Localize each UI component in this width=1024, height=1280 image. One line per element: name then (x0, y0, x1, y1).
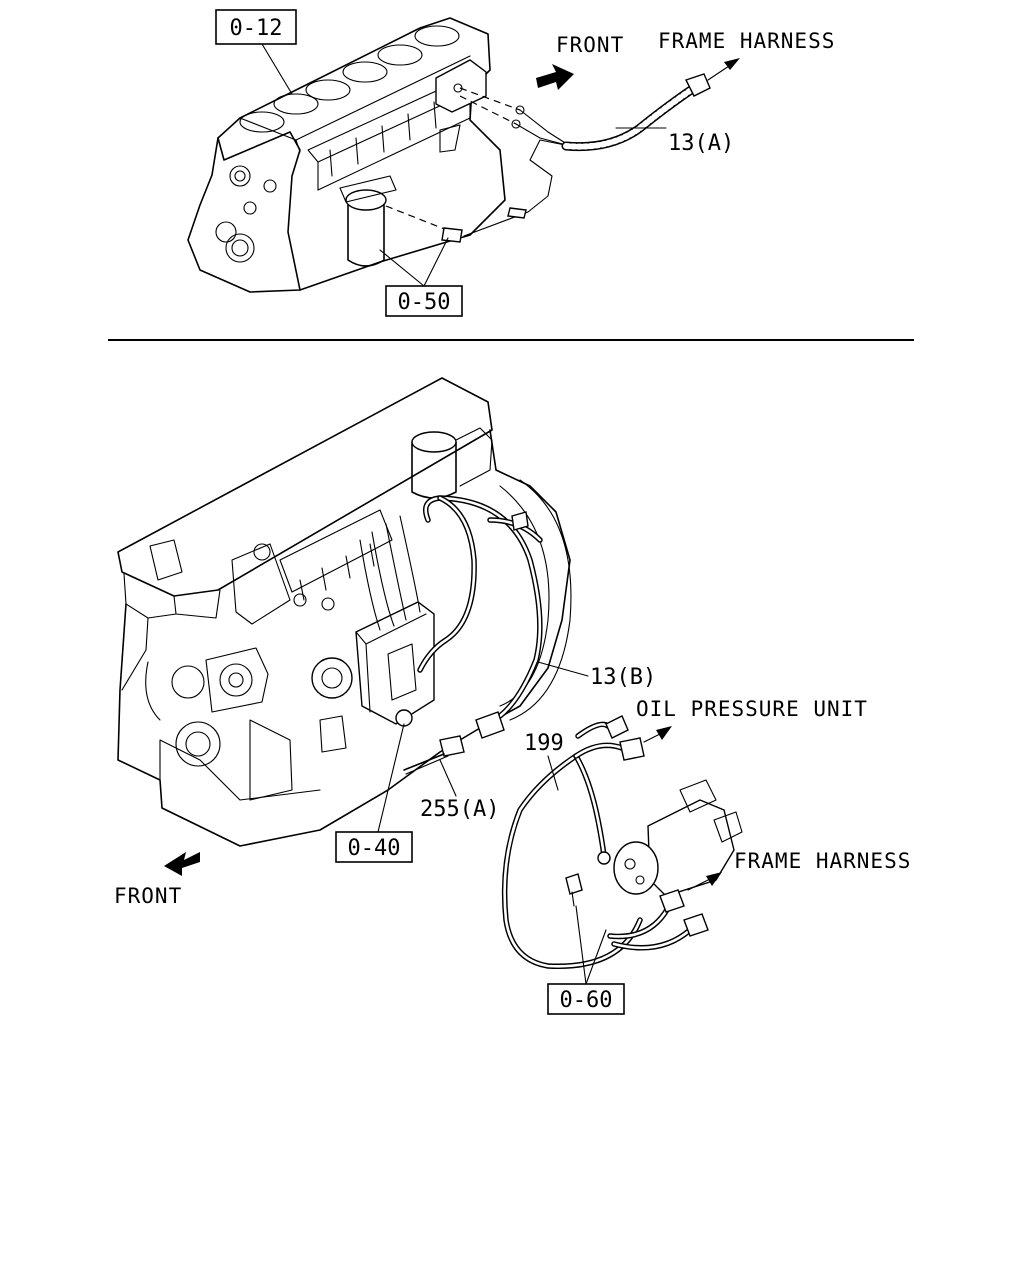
harness-13b (417, 495, 543, 739)
callout-0-50: 0-50 (379, 237, 463, 317)
callout-0-50-text: 0-50 (398, 290, 451, 315)
label-13a-text: 13(A) (668, 131, 734, 156)
label-13b: 13(B) (537, 661, 656, 690)
callout-0-12: 0-12 (215, 9, 297, 95)
callout-0-40: 0-40 (335, 723, 413, 863)
harness-199 (501, 715, 709, 970)
starter-motor (565, 779, 743, 907)
oil-pressure-unit-arrow (643, 726, 672, 743)
front-label-bottom: FRONT (114, 884, 182, 908)
label-255a-text: 255(A) (420, 797, 499, 822)
front-arrow-top (536, 64, 574, 90)
label-199: 199 (524, 731, 564, 791)
frame-harness-label-bottom: FRAME HARNESS (734, 849, 911, 873)
frame-harness-arrow-top (707, 58, 740, 81)
oil-pressure-unit-label: OIL PRESSURE UNIT (636, 697, 868, 721)
frame-harness-label-top: FRAME HARNESS (658, 29, 835, 53)
frame-harness-arrow-bottom (687, 872, 722, 891)
sensor-255a (403, 735, 465, 775)
top-engine-block (187, 17, 506, 293)
label-199-text: 199 (524, 731, 564, 756)
bottom-engine (117, 377, 572, 847)
front-arrow-bottom (164, 852, 200, 876)
callout-0-40-text: 0-40 (348, 836, 401, 861)
front-label-top: FRONT (556, 33, 624, 57)
label-13a: 13(A) (615, 127, 734, 156)
callout-0-12-text: 0-12 (230, 16, 283, 41)
top-wiring (385, 87, 571, 243)
callout-0-60-text: 0-60 (560, 988, 613, 1013)
label-255a: 255(A) (420, 759, 499, 822)
label-13b-text: 13(B) (590, 665, 656, 690)
callout-0-60: 0-60 (547, 905, 625, 1015)
